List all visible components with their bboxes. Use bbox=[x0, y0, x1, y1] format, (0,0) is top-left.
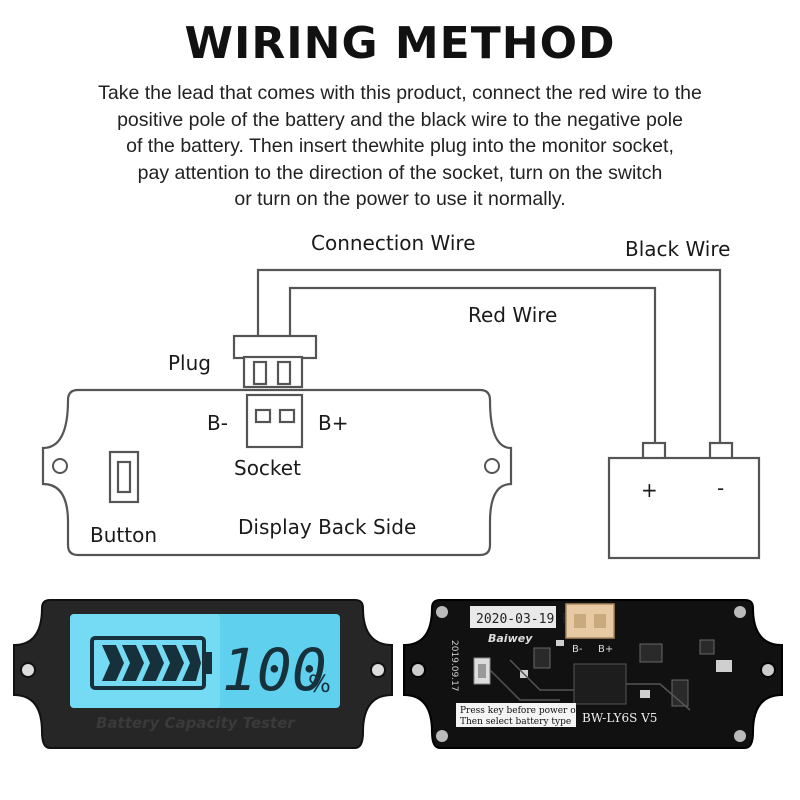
description: Take the lead that comes with this produ… bbox=[60, 80, 740, 213]
description-line: or turn on the power to use it normally. bbox=[234, 188, 566, 210]
socket-label: Socket bbox=[234, 456, 301, 480]
mount-hole bbox=[484, 458, 500, 474]
battery bbox=[607, 441, 761, 560]
battery-plus-label: + bbox=[641, 478, 658, 502]
connection-wire-label: Connection Wire bbox=[311, 231, 476, 255]
b-minus-label: B- bbox=[207, 411, 228, 435]
description-line: pay attention to the direction of the so… bbox=[137, 161, 663, 184]
description-line: of the battery. Then insert thewhite plu… bbox=[126, 135, 674, 157]
board-note-line2: Then select battery type bbox=[460, 717, 571, 727]
black-wire-label: Black Wire bbox=[625, 237, 730, 261]
connection-wire bbox=[256, 268, 722, 445]
percent-value: 100 bbox=[222, 636, 327, 704]
button-shape bbox=[108, 450, 140, 504]
socket bbox=[245, 393, 304, 449]
page-title: WIRING METHOD bbox=[184, 18, 616, 69]
board-brand: Baiwey bbox=[488, 632, 533, 645]
button-label: Button bbox=[90, 523, 157, 547]
red-wire-label: Red Wire bbox=[468, 303, 557, 327]
board-note-line1: Press key before power on bbox=[460, 706, 582, 716]
board-b-plus: B+ bbox=[598, 644, 613, 655]
back-board-photo: 2020-03-19 B B- B+ Baiwey 2019.09.17 Pre… bbox=[403, 599, 783, 749]
board-chip bbox=[573, 663, 627, 705]
display-caption: Battery Capacity Tester bbox=[96, 714, 296, 732]
board-model: BW-LY6S V5 bbox=[582, 711, 657, 725]
plug bbox=[232, 334, 318, 389]
battery-minus-label: - bbox=[717, 476, 724, 500]
mount-hole bbox=[52, 458, 68, 474]
board-note bbox=[456, 703, 576, 727]
board-b-minus: B- bbox=[572, 644, 583, 655]
battery-bar-segments bbox=[102, 645, 201, 681]
plug-label: Plug bbox=[168, 351, 211, 375]
description-line: positive pole of the battery and the bla… bbox=[117, 108, 683, 131]
display-back-outline bbox=[41, 388, 513, 557]
board-side-date: 2019.09.17 bbox=[449, 640, 459, 692]
percent-sign: % bbox=[308, 670, 331, 698]
board-date: 2020-03-19 B bbox=[476, 612, 570, 627]
board-connector bbox=[565, 603, 615, 639]
front-display-photo: 100 % Battery Capacity Tester bbox=[13, 599, 393, 749]
display-back-side-label: Display Back Side bbox=[238, 515, 416, 539]
description-line: Take the lead that comes with this produ… bbox=[98, 82, 702, 104]
date-sticker bbox=[470, 606, 556, 628]
b-plus-label: B+ bbox=[318, 411, 348, 435]
